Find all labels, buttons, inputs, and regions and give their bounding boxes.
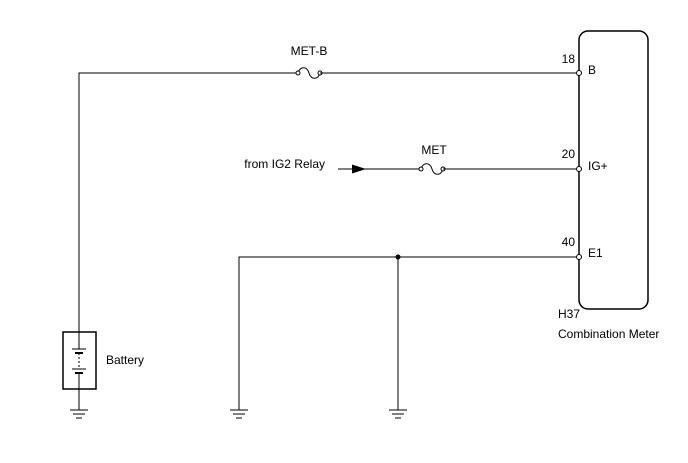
wire-battery-to-met-b: [78, 72, 298, 332]
ground-icon-e1-left: [230, 409, 248, 419]
ground-icon-e1-right: [389, 409, 407, 419]
battery-label: Battery: [106, 353, 144, 367]
fuse-met-b-terminal-left: [295, 70, 301, 76]
pin-20-name: IG+: [588, 159, 608, 173]
component-name: Combination Meter: [558, 327, 659, 341]
component-code: H37: [558, 307, 580, 321]
pin-40-marker: [576, 254, 582, 260]
arrow-right-icon: [352, 164, 366, 174]
battery-icon: [72, 332, 86, 389]
source-label: from IG2 Relay: [244, 157, 325, 171]
ground-icon-battery: [70, 409, 88, 419]
pin-18-number: 18: [562, 52, 576, 66]
fuse-met-terminal-left: [418, 166, 424, 172]
pin-40-name: E1: [588, 246, 603, 260]
pin-18-marker: [576, 70, 582, 76]
wire-e1-ground: [238, 256, 579, 410]
wire-junction-dot: [395, 254, 401, 260]
fuse-met-b-label: MET-B: [291, 44, 328, 58]
fuse-met-label: MET: [421, 143, 447, 157]
fuse-met-symbol: [420, 163, 444, 175]
fuse-met-b-symbol: [297, 67, 321, 79]
pin-20-number: 20: [562, 147, 576, 161]
pin-18-name: B: [588, 63, 596, 77]
pin-20-marker: [576, 166, 582, 172]
pin-40-number: 40: [562, 235, 576, 249]
